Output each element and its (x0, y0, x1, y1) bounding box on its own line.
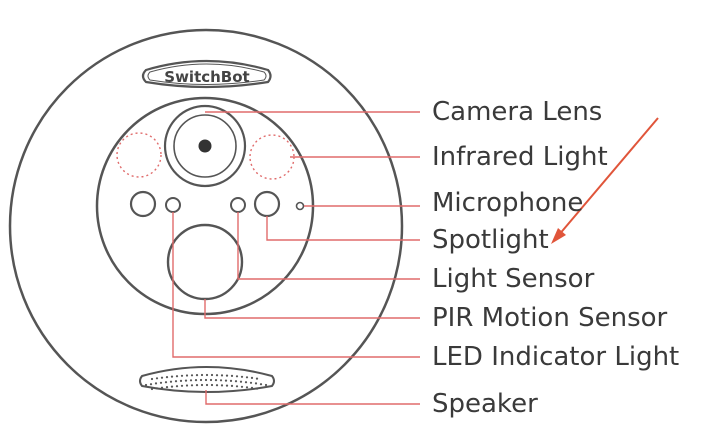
speaker-hole (150, 377, 154, 381)
speaker-hole (215, 384, 219, 387)
leader-lines (172, 111, 420, 405)
speaker-hole (160, 386, 164, 389)
speaker-hole (210, 383, 214, 387)
speaker-hole (189, 379, 193, 382)
speaker-grille (139, 366, 275, 393)
speaker-hole (190, 384, 194, 387)
speaker-hole (235, 375, 239, 378)
speaker-hole (214, 379, 218, 382)
label-spotlight: Spotlight (432, 225, 549, 255)
leader-spotlight (266, 216, 420, 241)
speaker-hole (205, 373, 209, 377)
speaker-hole (250, 386, 254, 389)
speaker-hole (195, 374, 199, 377)
speaker-hole (170, 375, 174, 378)
speaker-hole (205, 383, 209, 387)
speaker-hole (230, 374, 234, 377)
speaker-hole (170, 385, 174, 388)
speaker-hole (250, 376, 254, 379)
brand-logo-text: SwitchBot (164, 68, 249, 86)
speaker-hole (165, 376, 169, 379)
annotation-arrow (551, 117, 659, 244)
speaker-hole (229, 379, 233, 382)
speaker-hole (180, 374, 184, 377)
speaker-hole (204, 378, 208, 382)
speaker-hole (244, 381, 248, 384)
speaker-hole (259, 383, 263, 386)
speaker-hole (180, 384, 184, 387)
camera-inner-face (95, 96, 315, 316)
label-camera-lens: Camera Lens (432, 97, 603, 127)
label-infrared-light: Infrared Light (432, 142, 608, 172)
speaker-hole (230, 384, 234, 387)
speaker-hole (220, 384, 224, 387)
speaker-hole (235, 385, 239, 388)
speaker-hole (164, 381, 168, 384)
label-pir-motion-sensor: PIR Motion Sensor (432, 303, 668, 333)
speaker-hole (150, 387, 154, 391)
pir-motion-sensor (166, 223, 244, 301)
speaker-hole (264, 383, 268, 387)
speaker-hole (199, 378, 203, 382)
speaker-hole (159, 381, 163, 384)
speaker-hole (175, 375, 179, 378)
speaker-hole (224, 379, 228, 382)
speaker-hole (254, 382, 258, 385)
speaker-hole (225, 384, 229, 387)
speaker-hole (255, 387, 259, 390)
spotlight-right (253, 190, 281, 218)
leader-speaker (205, 390, 420, 405)
speaker-hole (215, 374, 219, 377)
label-light-sensor: Light Sensor (432, 264, 595, 294)
infrared-light-left (116, 132, 162, 178)
speaker-hole (240, 375, 244, 378)
speaker-hole (239, 380, 243, 383)
speaker-hole (195, 384, 199, 387)
leader-light-sensor (237, 212, 420, 280)
speaker-hole (160, 376, 164, 379)
speaker-hole (219, 379, 223, 382)
speaker-hole (190, 374, 194, 377)
light-sensor (230, 197, 246, 213)
speaker-hole (255, 377, 259, 380)
microphone-hole (295, 201, 305, 211)
speaker-hole (210, 373, 214, 377)
label-microphone: Microphone (432, 188, 584, 218)
speaker-hole (245, 376, 249, 379)
led-indicator (165, 197, 181, 213)
speaker-hole (234, 380, 238, 383)
speaker-hole (240, 385, 244, 388)
speaker-hole (225, 374, 229, 377)
speaker-hole (155, 387, 159, 390)
speaker-hole (169, 380, 173, 383)
speaker-hole (154, 382, 158, 385)
brand-badge: SwitchBot (141, 59, 272, 89)
speaker-hole (179, 379, 183, 382)
spotlight-left (129, 190, 157, 218)
speaker-hole (200, 383, 204, 387)
speaker-hole (155, 377, 159, 380)
speaker-hole (194, 379, 198, 382)
speaker-hole (149, 383, 153, 386)
speaker-hole (209, 378, 213, 382)
speaker-hole (245, 386, 249, 389)
speaker-hole (165, 386, 169, 389)
label-led-indicator-light: LED Indicator Light (432, 342, 680, 372)
speaker-hole (185, 384, 189, 387)
speaker-hole (184, 379, 188, 382)
speaker-hole (174, 380, 178, 383)
speaker-hole (175, 385, 179, 388)
speaker-hole (249, 381, 253, 384)
leader-led-indicator-light (172, 212, 420, 358)
speaker-hole (220, 374, 224, 377)
speaker-hole (144, 383, 148, 387)
camera-lens-part (163, 104, 247, 188)
leader-pir-motion-sensor (204, 299, 420, 319)
speaker-hole (185, 374, 189, 377)
infrared-light-right (249, 134, 295, 180)
speaker-hole (200, 373, 204, 377)
camera-outer-body (8, 28, 404, 424)
label-speaker: Speaker (432, 389, 538, 419)
